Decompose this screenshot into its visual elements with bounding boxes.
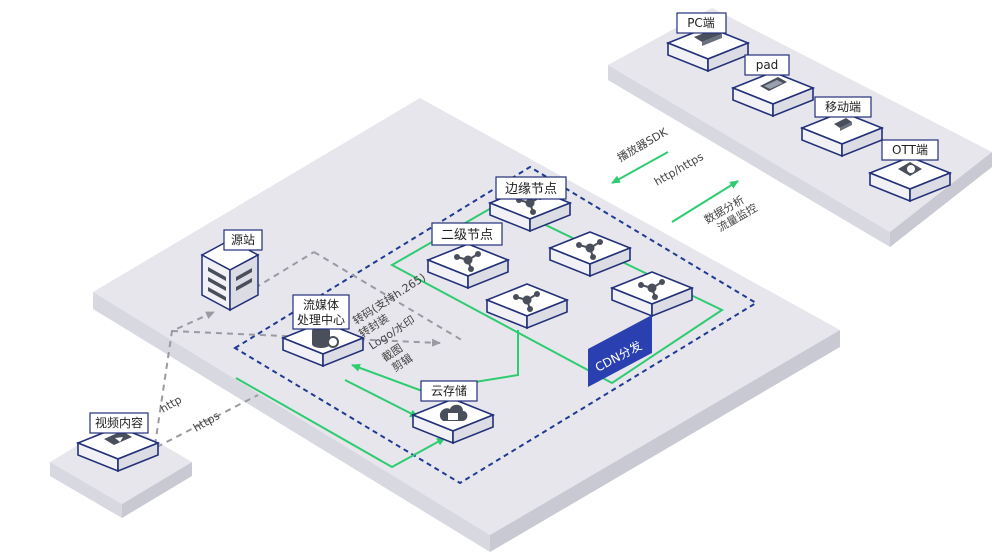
sdk-arrow — [611, 151, 669, 184]
cloud-storage-label: 云存储 — [420, 380, 478, 402]
analytics-arrow — [671, 180, 739, 223]
player-sdk-label: 播放器SDK — [615, 124, 671, 164]
pad-tile — [732, 71, 814, 117]
storage-to-media-line — [351, 364, 426, 393]
mobile-icon — [834, 118, 852, 131]
mobile-tile — [801, 111, 883, 157]
cloud-storage-icon — [439, 404, 468, 421]
main-platform — [93, 98, 840, 552]
video-icon — [104, 431, 132, 445]
tablet-icon — [760, 77, 787, 91]
second-node-label: 二级节点 — [431, 222, 503, 246]
ott-icon — [898, 162, 922, 176]
https-label: https — [191, 409, 222, 435]
ott-tile — [869, 156, 951, 202]
svg-text:边缘节点: 边缘节点 — [505, 182, 557, 197]
pc-label: PC端 — [676, 12, 727, 34]
svg-text:源站: 源站 — [231, 233, 255, 247]
svg-text:二级节点: 二级节点 — [441, 228, 493, 243]
media-center-label: 流媒体 处理中心 — [292, 294, 350, 330]
origin-label: 源站 — [223, 229, 263, 251]
video-content-label: 视频内容 — [89, 412, 149, 434]
origin-server — [200, 239, 260, 312]
svg-text:云存储: 云存储 — [431, 383, 467, 398]
svg-text:处理中心: 处理中心 — [297, 312, 345, 327]
svg-text:流媒体: 流媒体 — [303, 298, 339, 312]
edge-node-label: 边缘节点 — [495, 176, 567, 200]
server-icon — [208, 267, 252, 301]
video-content-tile — [77, 426, 159, 472]
ott-label: OTT端 — [881, 139, 939, 161]
pad-label: pad — [744, 54, 790, 76]
media-flow-line — [235, 377, 446, 469]
svg-text:OTT端: OTT端 — [892, 143, 928, 157]
svg-text:视频内容: 视频内容 — [95, 415, 143, 430]
cloud-storage-tile — [412, 398, 494, 444]
svg-text:移动端: 移动端 — [825, 100, 861, 114]
svg-text:PC端: PC端 — [687, 16, 715, 30]
media-to-storage-line — [344, 379, 419, 418]
mobile-label: 移动端 — [814, 96, 872, 118]
devices-platform — [608, 8, 992, 247]
svg-text:pad: pad — [756, 58, 779, 72]
